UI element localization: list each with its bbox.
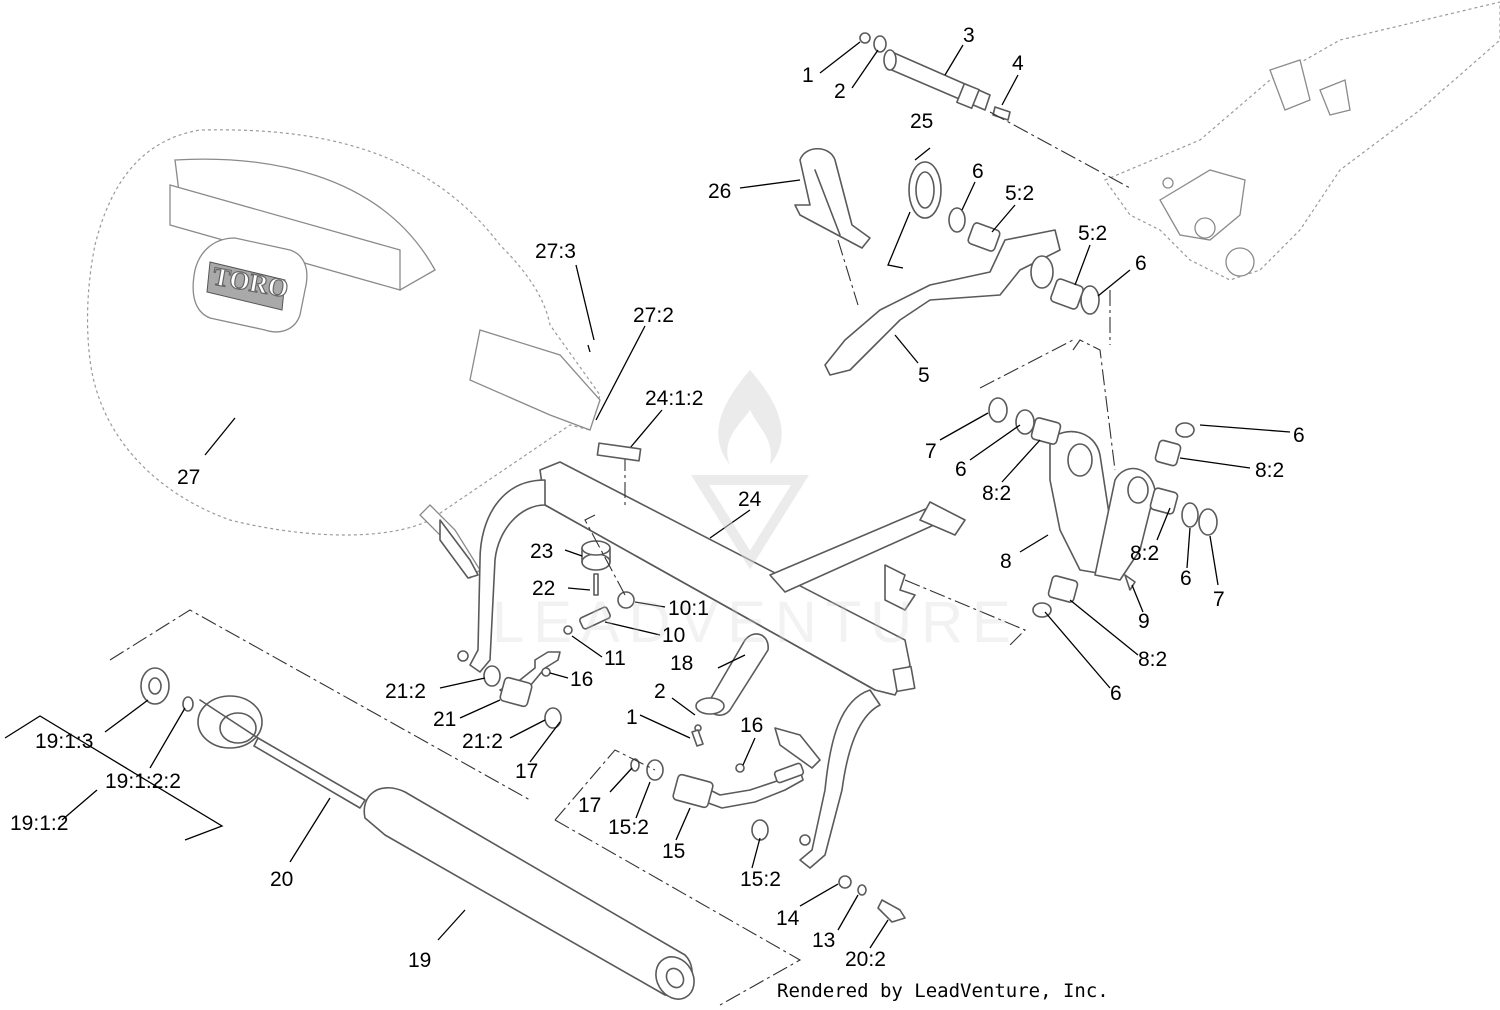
callout-17: 17 (578, 794, 601, 817)
callout-6: 6 (1135, 252, 1147, 275)
callout-15: 15 (662, 840, 685, 863)
callout-5: 5 (918, 364, 930, 387)
callout-11: 11 (604, 647, 626, 670)
main-frame-24 (439, 461, 966, 869)
callout-18: 18 (670, 652, 693, 675)
roller-shaft-20 (253, 737, 366, 809)
callout-6: 6 (1110, 682, 1122, 705)
link-arm-11 (483, 591, 635, 729)
callout-21: 21 (433, 708, 456, 731)
leader-lines (4, 41, 1291, 949)
grass-basket: TORO (86, 129, 601, 579)
callout-9: 9 (1138, 610, 1150, 633)
callout-1: 1 (802, 64, 814, 87)
callout-8-2: 8:2 (1130, 542, 1159, 565)
callout-19-1-3: 19:1:3 (35, 730, 93, 753)
callout-15-2: 15:2 (740, 868, 781, 891)
callout-14: 14 (776, 907, 800, 930)
watermark-text: LEADVENTURE (492, 590, 1020, 655)
callout-16: 16 (740, 714, 763, 737)
callout-3: 3 (963, 24, 975, 47)
callout-10-1: 10:1 (668, 597, 709, 620)
callout-26: 26 (708, 180, 731, 203)
callout-17: 17 (515, 760, 538, 783)
bumper-23 (581, 540, 611, 596)
callout-21-2: 21:2 (462, 730, 503, 753)
callout-2: 2 (834, 80, 846, 103)
watermark: LEADVENTURE (492, 370, 1020, 655)
callout-labels: 1 2 3 4 25 26 6 5:2 5:2 6 27:3 27:2 5 24… (10, 24, 1305, 972)
callout-23: 23 (530, 540, 553, 563)
callout-6: 6 (1293, 424, 1305, 447)
callout-4: 4 (1012, 52, 1024, 75)
callout-7: 7 (1213, 588, 1225, 611)
callout-16: 16 (570, 668, 593, 691)
callout-6: 6 (972, 160, 984, 183)
roller-washers (140, 667, 194, 712)
phantom-lines (109, 111, 1131, 1006)
roller-19 (363, 786, 695, 1000)
callout-22: 22 (532, 577, 555, 600)
spring-25 (887, 147, 942, 269)
callout-25: 25 (910, 110, 933, 133)
callout-19: 19 (408, 949, 431, 972)
arm-assembly-8 (988, 397, 1218, 618)
callout-10: 10 (662, 624, 685, 647)
roller-bearing (197, 695, 263, 749)
callout-7: 7 (925, 440, 937, 463)
callout-27-2: 27:2 (633, 304, 674, 327)
callout-24-1-2: 24:1:2 (645, 387, 703, 410)
callout-8: 8 (1000, 550, 1012, 573)
render-credit: Rendered by LeadVenture, Inc. (777, 980, 1109, 1002)
callout-15-2: 15:2 (608, 816, 649, 839)
callout-6: 6 (955, 458, 967, 481)
callout-2: 2 (654, 680, 666, 703)
callout-19-1-2: 19:1:2 (10, 812, 68, 835)
callout-20-2: 20:2 (845, 948, 886, 971)
callout-13: 13 (812, 929, 835, 952)
callout-1: 1 (626, 706, 638, 729)
handle-18 (691, 633, 769, 747)
callout-19-1-2-2: 19:1:2:2 (105, 770, 181, 793)
callout-27: 27 (177, 466, 200, 489)
callout-5-2: 5:2 (1078, 222, 1107, 245)
callout-8-2: 8:2 (982, 482, 1011, 505)
callout-21-2: 21:2 (385, 680, 426, 703)
carrier-frame (1104, 1, 1500, 281)
callout-8-2: 8:2 (1138, 648, 1167, 671)
end-hardware (838, 875, 906, 923)
callout-27-3: 27:3 (535, 240, 576, 263)
callout-8-2: 8:2 (1255, 459, 1284, 482)
callout-20: 20 (270, 868, 293, 891)
link-arm-15 (630, 758, 805, 841)
callout-24: 24 (738, 488, 762, 511)
callout-5-2: 5:2 (1005, 182, 1034, 205)
lever-5 (824, 229, 1061, 376)
callout-6: 6 (1180, 567, 1192, 590)
bracket-26 (794, 147, 871, 249)
lever-bushings (948, 207, 1100, 315)
pivot-shaft-3 (859, 32, 1011, 121)
